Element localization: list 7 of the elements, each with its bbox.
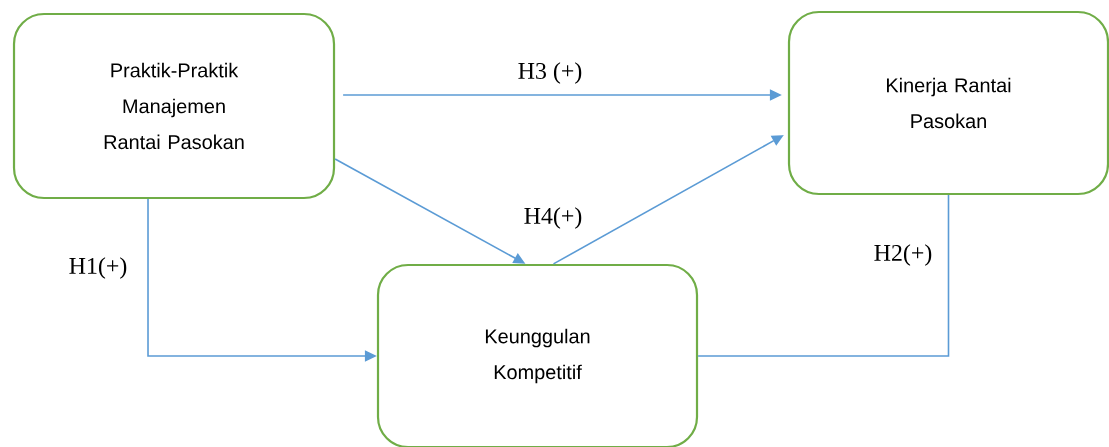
process-box: Praktik-Praktik Manajemen Rantai Pasokan [12,12,336,200]
process-box: Kinerja Rantai Pasokan [787,10,1109,196]
process-box: Keunggulan Kompetitif [376,263,699,447]
edge-label: H3 (+) [518,62,582,84]
edge-label: H1(+) [69,257,127,279]
edge-label: H2(+) [874,244,932,266]
hypothesis-label: H4(+) [524,207,582,229]
